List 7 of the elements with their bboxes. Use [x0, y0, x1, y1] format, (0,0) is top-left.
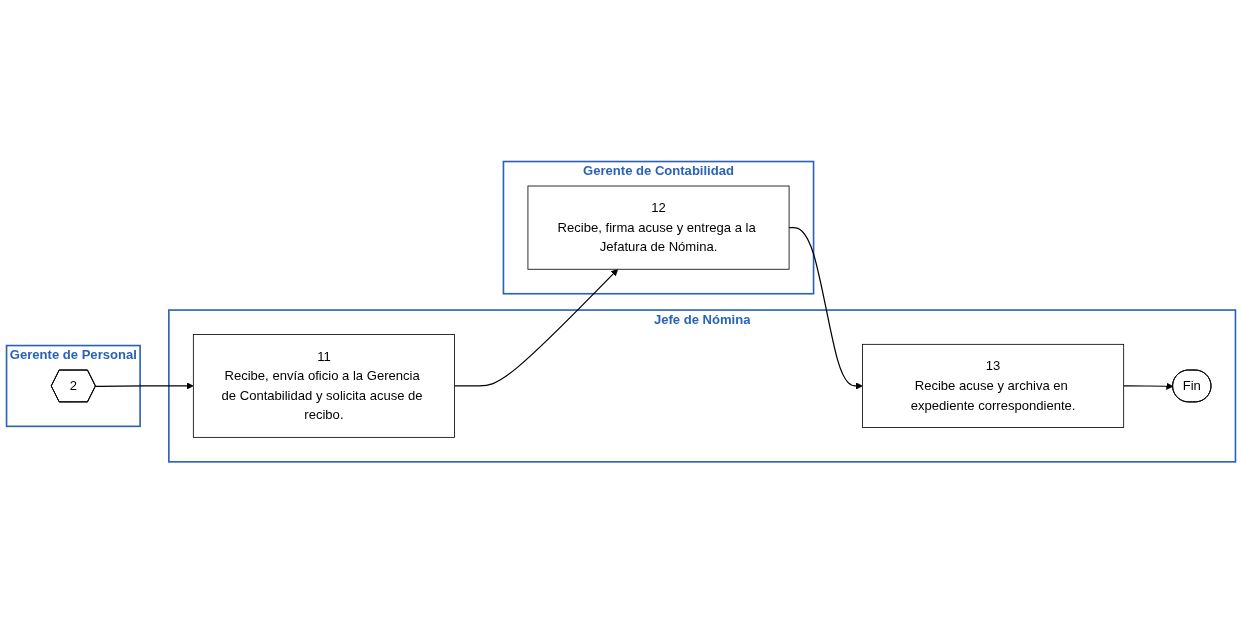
node-box: 11 Recibe, envía oficio a la Gerencia de Contabilidad y solicita acuse de recibo. — [192, 334, 455, 439]
arrow — [453, 269, 619, 387]
node-box: 13 Recibe acuse y archiva en expediente correspondiente. — [862, 344, 1125, 429]
arrow — [1123, 382, 1174, 391]
arrow — [95, 382, 194, 390]
node-box: 12 Recibe, firma acuse y entrega a la Jefatura de Nómina. — [527, 185, 790, 270]
arrow — [788, 227, 863, 390]
